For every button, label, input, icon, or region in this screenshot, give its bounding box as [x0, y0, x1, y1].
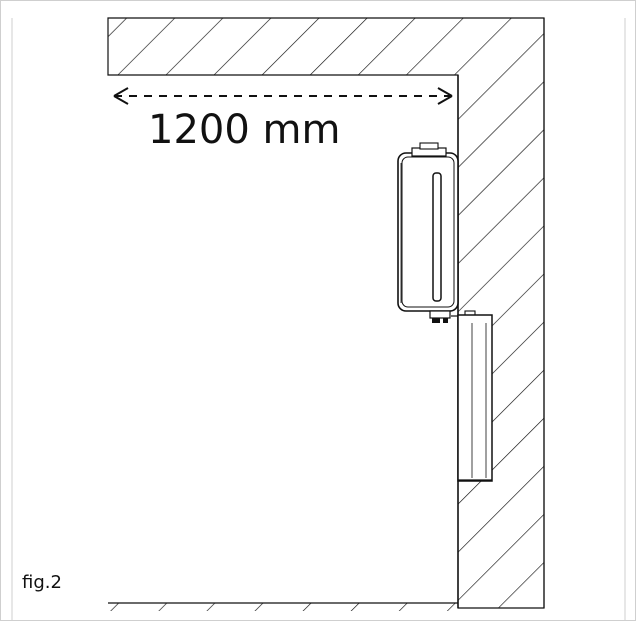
appliance-unit — [397, 142, 476, 323]
dimension-label: 1200 mm — [148, 107, 340, 153]
floor-section — [108, 602, 458, 611]
figure-caption: fig.2 — [22, 572, 62, 593]
dimension-line — [113, 87, 453, 105]
ceiling — [107, 17, 545, 609]
lower-cover — [457, 314, 493, 482]
